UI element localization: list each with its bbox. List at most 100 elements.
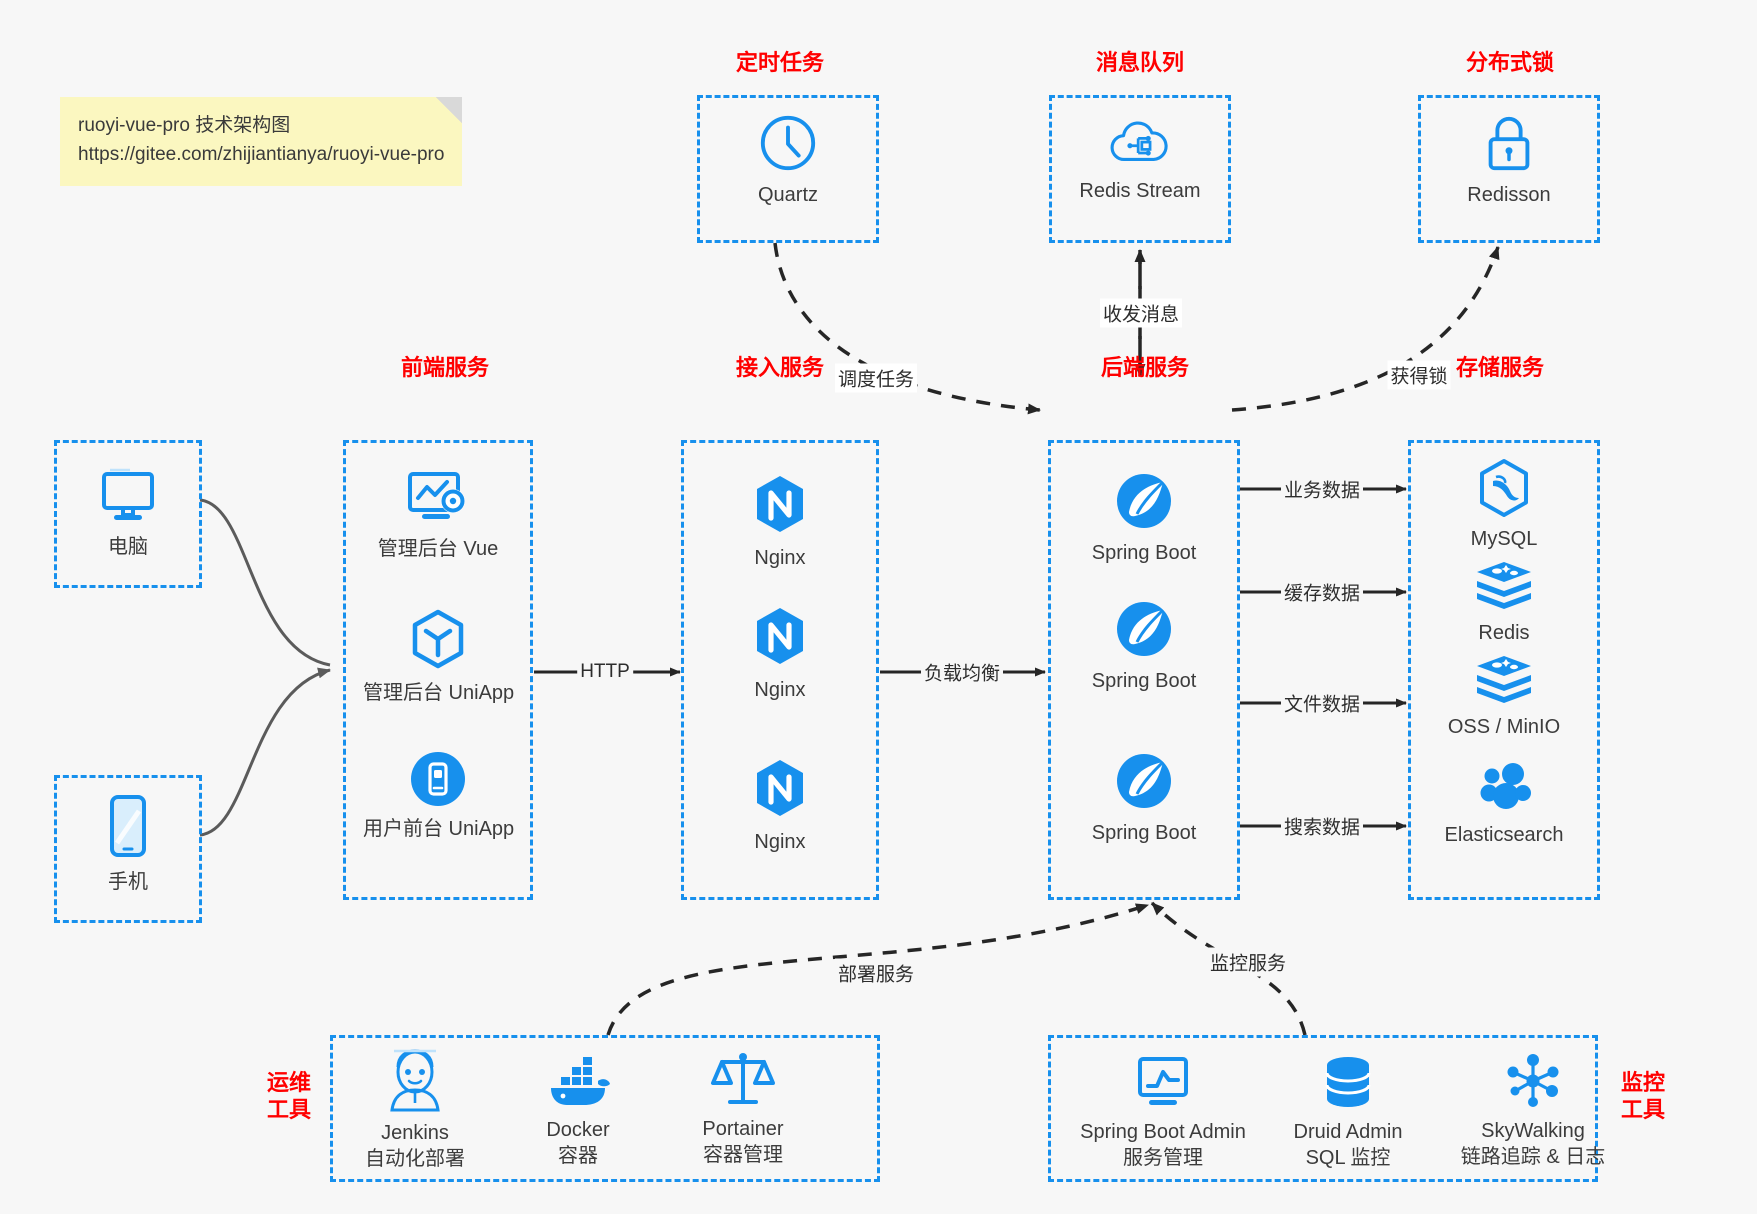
group-monitor xyxy=(1048,1035,1598,1182)
sticky-note: ruoyi-vue-pro 技术架构图 https://gitee.com/zh… xyxy=(60,97,463,186)
group-title-frontend: 前端服务 xyxy=(400,355,489,380)
edge-label-search-data: 搜索数据 xyxy=(1280,811,1364,841)
edge-label-business-data: 业务数据 xyxy=(1280,474,1364,504)
cube-icon xyxy=(412,609,464,669)
node-portainer[interactable]: Portainer 容器管理 xyxy=(668,1050,818,1168)
edge-label-http: HTTP xyxy=(577,660,633,684)
node-spring-boot-3[interactable]: Spring Boot xyxy=(1069,750,1219,846)
node-label: Nginx xyxy=(754,547,806,569)
node-label: Portainer xyxy=(702,1118,784,1140)
node-redisson[interactable]: Redisson xyxy=(1434,112,1584,208)
group-client-mobile xyxy=(54,775,202,923)
node-mobile[interactable]: 手机 xyxy=(53,793,203,895)
edge-label-schedule-task: 调度任务 xyxy=(834,363,918,393)
node-user-uniapp[interactable]: 用户前台 UniApp xyxy=(363,750,515,842)
node-label: Elasticsearch xyxy=(1444,824,1564,846)
edge-label-load-balance: 负载均衡 xyxy=(920,657,1004,687)
node-label: SkyWalking xyxy=(1481,1120,1585,1142)
node-sublabel: SQL 监控 xyxy=(1305,1147,1391,1169)
node-sublabel: 自动化部署 xyxy=(365,1148,465,1170)
group-gateway xyxy=(681,440,879,900)
lock-icon xyxy=(1488,116,1530,171)
group-title-lock: 分布式锁 xyxy=(1465,50,1554,75)
edge-label-acquire-lock: 获得锁 xyxy=(1387,360,1451,390)
spring-leaf-icon xyxy=(1117,474,1171,528)
nginx-icon xyxy=(757,608,803,664)
node-label: Jenkins xyxy=(381,1122,449,1144)
group-backend xyxy=(1048,440,1240,900)
edge-label-file-data: 文件数据 xyxy=(1280,688,1364,718)
node-label: Redisson xyxy=(1467,184,1551,206)
note-fold-corner xyxy=(436,97,463,123)
database-icon xyxy=(1325,1057,1371,1107)
node-nginx-2[interactable]: Nginx xyxy=(705,605,855,703)
group-title-gateway: 接入服务 xyxy=(735,355,824,380)
node-quartz[interactable]: Quartz xyxy=(713,112,863,208)
node-sublabel: 容器管理 xyxy=(703,1144,783,1166)
node-label: Nginx xyxy=(754,679,806,701)
group-title-devops-line1: 运维 xyxy=(266,1070,311,1095)
jenkins-butler-icon xyxy=(390,1049,440,1112)
node-pc[interactable]: 电脑 xyxy=(53,468,203,560)
node-admin-vue[interactable]: 管理后台 Vue xyxy=(363,470,513,562)
node-mysql[interactable]: MySQL xyxy=(1429,458,1579,552)
node-label: 用户前台 UniApp xyxy=(363,818,515,840)
node-label: 手机 xyxy=(108,871,148,893)
node-label: Redis Stream xyxy=(1079,180,1201,202)
node-skywalking[interactable]: SkyWalking 链路追踪 & 日志 xyxy=(1438,1052,1628,1170)
group-devops xyxy=(330,1035,880,1182)
node-spring-boot-1[interactable]: Spring Boot xyxy=(1069,470,1219,566)
spring-leaf-icon xyxy=(1117,602,1171,656)
nginx-icon xyxy=(757,760,803,816)
group-title-devops-line2: 工具 xyxy=(266,1096,311,1122)
node-spring-boot-2[interactable]: Spring Boot xyxy=(1069,598,1219,694)
node-oss-minio[interactable]: OSS / MinIO xyxy=(1429,654,1579,740)
group-title-mq: 消息队列 xyxy=(1095,50,1184,75)
node-spring-boot-admin[interactable]: Spring Boot Admin 服务管理 xyxy=(1068,1055,1258,1171)
node-label: Quartz xyxy=(757,184,819,206)
node-druid-admin[interactable]: Druid Admin SQL 监控 xyxy=(1268,1055,1428,1171)
node-redis-stream[interactable]: Redis Stream xyxy=(1065,116,1215,204)
group-lock xyxy=(1418,95,1600,243)
node-nginx-3[interactable]: Nginx xyxy=(705,757,855,855)
node-nginx-1[interactable]: Nginx xyxy=(705,473,855,571)
nginx-icon xyxy=(757,476,803,532)
node-jenkins[interactable]: Jenkins 自动化部署 xyxy=(340,1048,490,1172)
group-mq xyxy=(1049,95,1231,243)
desktop-icon xyxy=(102,468,154,520)
node-label: Druid Admin xyxy=(1293,1121,1403,1143)
node-sublabel: 容器 xyxy=(558,1145,598,1167)
group-title-scheduler: 定时任务 xyxy=(735,50,824,75)
group-title-monitor: 监控 工具 xyxy=(1612,1070,1674,1124)
elasticsearch-icon xyxy=(1480,763,1531,809)
edge-label-cache-data: 缓存数据 xyxy=(1280,577,1364,607)
node-elasticsearch[interactable]: Elasticsearch xyxy=(1429,760,1579,848)
app-phone-icon xyxy=(411,752,465,806)
node-docker[interactable]: Docker 容器 xyxy=(503,1055,653,1169)
group-title-devops: 运维 工具 xyxy=(258,1070,320,1124)
group-storage xyxy=(1408,440,1600,900)
scales-icon xyxy=(711,1053,775,1104)
edge-label-monitor-service: 监控服务 xyxy=(1206,947,1290,977)
node-label: 管理后台 Vue xyxy=(377,538,499,560)
group-client-pc xyxy=(54,440,202,588)
note-line-title: ruoyi-vue-pro 技术架构图 xyxy=(78,115,291,136)
node-redis[interactable]: Redis xyxy=(1429,560,1579,646)
edge-label-deploy-service: 部署服务 xyxy=(834,958,918,988)
group-scheduler xyxy=(697,95,879,243)
node-label: 管理后台 UniApp xyxy=(363,682,515,704)
node-sublabel: 服务管理 xyxy=(1123,1147,1203,1169)
docker-whale-icon xyxy=(551,1057,610,1105)
group-title-backend: 后端服务 xyxy=(1100,355,1189,380)
node-label: Spring Boot xyxy=(1091,670,1197,692)
network-nodes-icon xyxy=(1507,1054,1559,1107)
group-frontend xyxy=(343,440,533,900)
spring-leaf-icon xyxy=(1117,754,1171,808)
node-label: OSS / MinIO xyxy=(1447,716,1561,738)
note-line-url: https://gitee.com/zhijiantianya/ruoyi-vu… xyxy=(78,144,445,166)
node-admin-uniapp[interactable]: 管理后台 UniApp xyxy=(363,608,515,706)
clock-icon xyxy=(760,115,816,171)
node-label: Redis xyxy=(1478,622,1530,644)
group-title-monitor-line2: 工具 xyxy=(1620,1096,1665,1122)
